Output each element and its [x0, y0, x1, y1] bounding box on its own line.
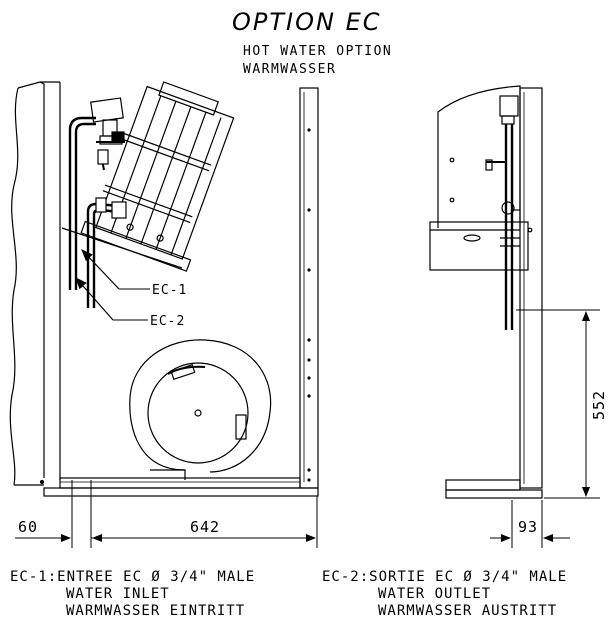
legend-ec1-line2: WATER INLET — [66, 586, 170, 602]
legend-ec2-line2: WATER OUTLET — [378, 586, 491, 602]
dimension-front — [15, 480, 318, 548]
dimension-left-offset: 60 — [18, 518, 38, 536]
diagram-title: OPTION EC — [232, 8, 382, 36]
legend-ec2-line3: WARMWASSER AUSTRITT — [378, 603, 557, 619]
dimension-width: 642 — [190, 518, 220, 536]
subtitle-english: HOT WATER OPTION — [243, 44, 392, 59]
legend-ec2: EC-2:SORTIE EC Ø 3/4" MALE WATER OUTLET … — [322, 569, 567, 619]
side-view — [429, 85, 543, 499]
callout-label-ec1: EC-1 — [152, 283, 187, 298]
dimension-height: 552 — [590, 390, 608, 420]
legend-ec1-line1: EC-1:ENTREE EC Ø 3/4" MALE — [10, 569, 255, 585]
legend-ec1-line3: WARMWASSER EINTRITT — [66, 603, 245, 619]
legend-ec2-line1: EC-2:SORTIE EC Ø 3/4" MALE — [322, 569, 567, 585]
front-view — [9, 81, 319, 497]
callout-label-ec2: EC-2 — [150, 314, 185, 329]
callout-ec2: EC-2 — [75, 277, 185, 329]
dimension-side — [490, 309, 600, 548]
subtitle-german: WARMWASSER — [243, 62, 336, 77]
callout-ec1: EC-1 — [81, 249, 187, 298]
legend-ec1: EC-1:ENTREE EC Ø 3/4" MALE WATER INLET W… — [10, 569, 255, 619]
dimension-right-offset: 93 — [518, 518, 538, 536]
